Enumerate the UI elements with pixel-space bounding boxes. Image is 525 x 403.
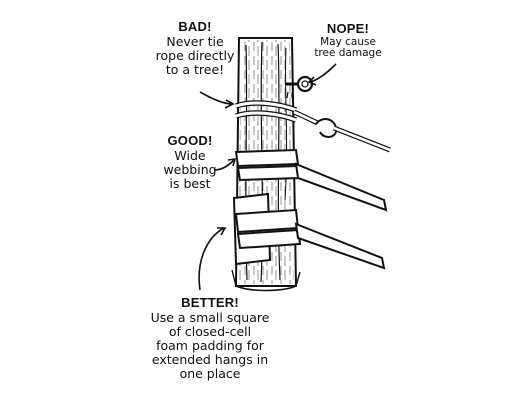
annotation-better-line: Use a small square bbox=[150, 309, 270, 325]
annotation-good-line: Wide bbox=[174, 147, 206, 163]
annotation-nope-line: tree damage bbox=[314, 47, 382, 60]
annotation-better: BETTER! Use a small square of closed-cel… bbox=[143, 295, 277, 381]
annotation-bad-line: to a tree! bbox=[165, 61, 225, 77]
annotation-good-line: is best bbox=[169, 175, 211, 191]
annotation-nope: NOPE! May cause tree damage bbox=[302, 21, 394, 60]
annotation-better-line: foam padding for bbox=[156, 337, 264, 353]
annotation-better-line: of closed-cell bbox=[168, 323, 252, 339]
annotation-bad-line: Never tie bbox=[166, 33, 224, 49]
rope-bad bbox=[235, 100, 391, 153]
annotation-better-line: extended hangs in bbox=[151, 351, 269, 367]
annotation-better-title: BETTER! bbox=[181, 295, 239, 310]
foam-pad bbox=[232, 192, 386, 270]
annotation-better-line: one place bbox=[179, 365, 241, 381]
eye-bolt-icon bbox=[285, 75, 314, 99]
annotation-good-title: GOOD! bbox=[167, 133, 213, 148]
annotation-nope-line: May cause bbox=[320, 35, 376, 48]
annotation-nope-title: NOPE! bbox=[326, 21, 370, 36]
annotation-good-line: webbing bbox=[163, 161, 217, 177]
annotation-good: GOOD! Wide webbing is best bbox=[154, 133, 226, 191]
arrow-icon bbox=[198, 63, 337, 291]
annotation-bad-line: rope directly bbox=[155, 47, 235, 63]
annotation-bad: BAD! Never tie rope directly to a tree! bbox=[140, 19, 250, 77]
webbing-strap bbox=[234, 148, 388, 212]
annotation-bad-title: BAD! bbox=[178, 19, 212, 34]
